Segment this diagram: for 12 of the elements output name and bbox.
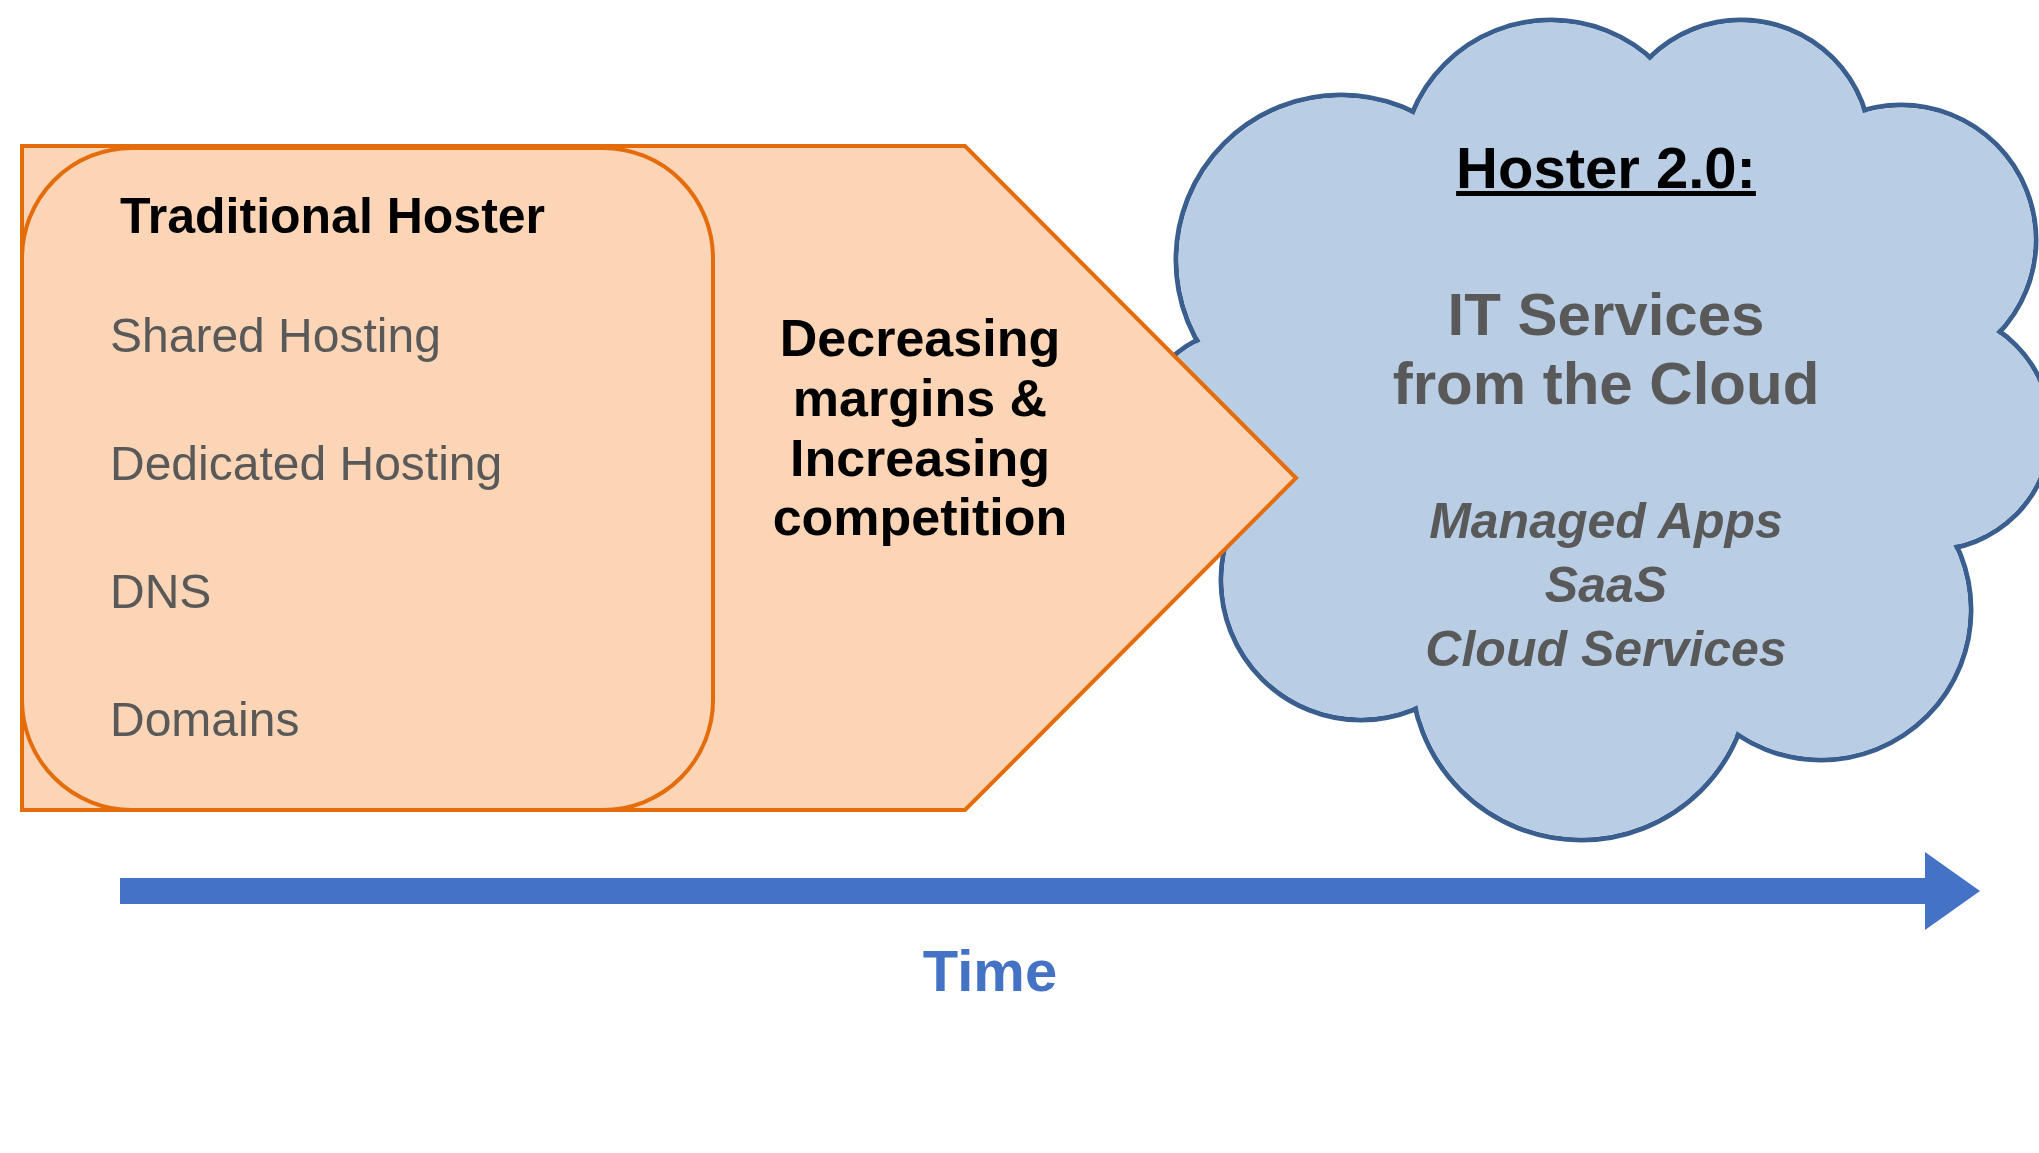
- cloud-subheading: IT Services from the Cloud: [1391, 280, 1821, 418]
- box-heading: Traditional Hoster: [120, 188, 546, 246]
- axis-label: Time: [922, 938, 1058, 1005]
- service-item: Cloud Services: [1425, 621, 1787, 679]
- service-item: Managed Apps: [1429, 493, 1783, 551]
- service-item: SaaS: [1544, 557, 1668, 615]
- list-item: DNS: [110, 564, 212, 620]
- arrow-text: Decreasing margins & Increasing competition: [772, 309, 1068, 549]
- list-item: Domains: [110, 692, 300, 748]
- cloud-heading: Hoster 2.0:: [1456, 135, 1756, 202]
- list-item: Shared Hosting: [110, 308, 441, 364]
- list-item: Dedicated Hosting: [110, 436, 503, 492]
